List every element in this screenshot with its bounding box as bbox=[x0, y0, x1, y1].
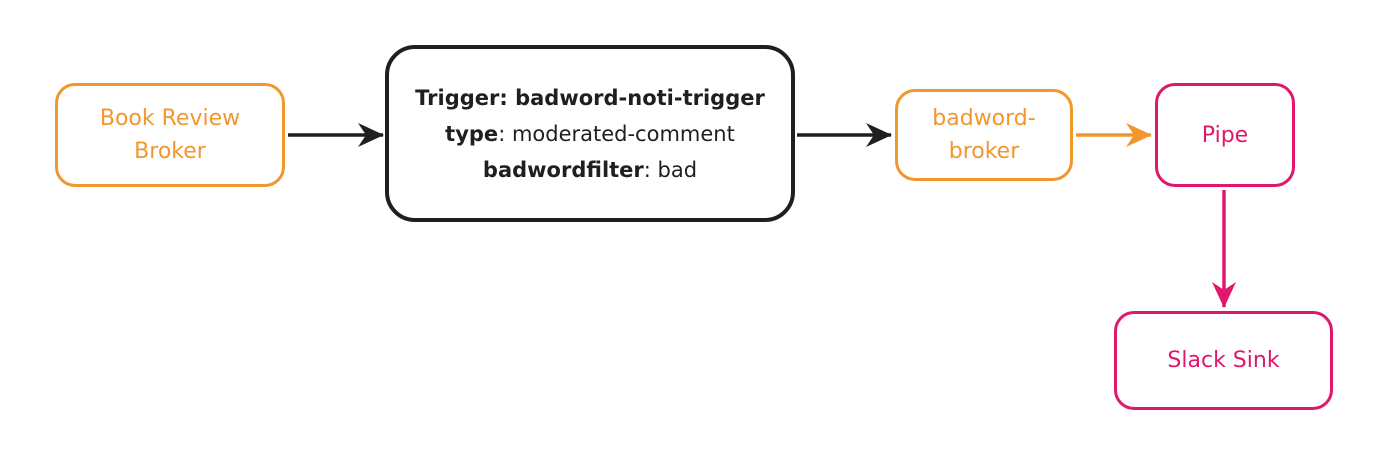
node-pipe-label: Pipe bbox=[1201, 122, 1249, 148]
trigger-line-3-value: : bad bbox=[643, 157, 698, 182]
node-slack-sink-label: Slack Sink bbox=[1167, 348, 1280, 373]
trigger-line-2: type: moderated-comment bbox=[445, 116, 735, 152]
node-badword-broker: badword-broker bbox=[895, 89, 1073, 181]
node-slack-sink: Slack Sink bbox=[1114, 311, 1333, 410]
trigger-line-2-value: : moderated-comment bbox=[498, 121, 735, 146]
trigger-line-1: Trigger: badword-noti-trigger bbox=[415, 80, 765, 116]
trigger-line-3-key: badwordfilter bbox=[482, 157, 644, 182]
node-trigger: Trigger: badword-noti-trigger type: mode… bbox=[385, 45, 795, 222]
node-badword-broker-label: badword-broker bbox=[932, 106, 1036, 164]
trigger-line-3: badwordfilter: bad bbox=[483, 152, 697, 188]
node-book-review-broker: Book Review Broker bbox=[55, 83, 285, 187]
node-book-review-broker-label: Book Review Broker bbox=[99, 106, 241, 164]
trigger-line-2-key: type bbox=[445, 121, 499, 146]
trigger-line-1-text: Trigger: badword-noti-trigger bbox=[415, 85, 765, 110]
node-pipe: Pipe bbox=[1155, 83, 1295, 187]
